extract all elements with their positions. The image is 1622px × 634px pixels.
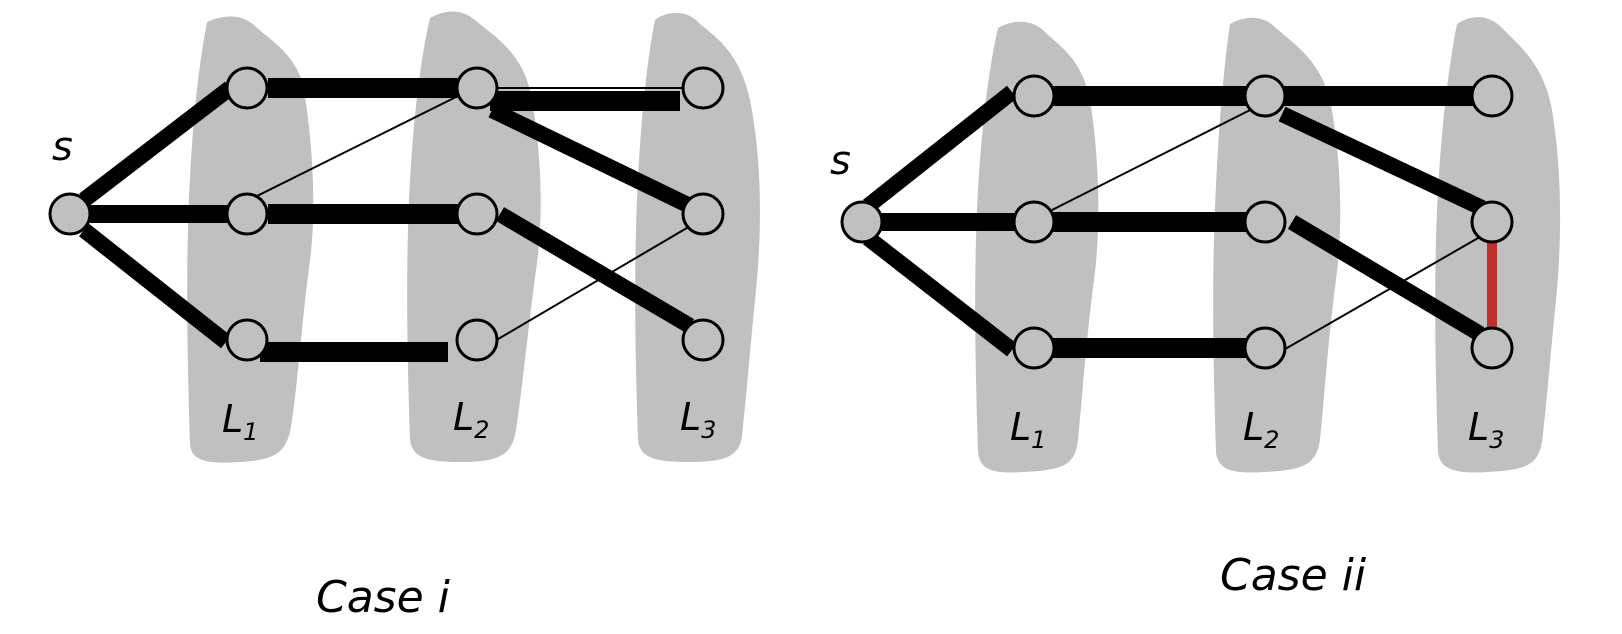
case-i-layer-label-2-main: L bbox=[453, 395, 474, 439]
case-ii-caption: Case ii bbox=[1220, 550, 1367, 601]
case-ii-node-l2-mid bbox=[1243, 200, 1287, 244]
case-ii-layer-band-3 bbox=[1435, 17, 1561, 473]
case-ii-source-label: s bbox=[830, 138, 851, 184]
case-ii-panel: s L1 L2 L3 Case ii bbox=[830, 17, 1561, 601]
case-i-edge-thin-l2bot-l3mid bbox=[487, 221, 698, 346]
case-i-edge-s-l1bot bbox=[79, 223, 231, 349]
case-ii-layer-label-2-main: L bbox=[1243, 405, 1264, 449]
case-ii-node-l1-bot bbox=[1012, 326, 1056, 370]
case-ii-layer-label-1-sub: 1 bbox=[1031, 426, 1046, 454]
case-ii-node-l3-top bbox=[1470, 74, 1514, 118]
case-i-node-l2-top bbox=[455, 66, 499, 110]
case-ii-layer-label-1: L1 bbox=[1010, 405, 1046, 454]
case-ii-edge-thin-l2bot-l3mid bbox=[1279, 229, 1493, 353]
case-ii-layer-band-1 bbox=[975, 21, 1099, 473]
case-ii-node-s bbox=[840, 200, 884, 244]
case-i-node-l1-mid bbox=[225, 192, 269, 236]
case-i-caption: Case i bbox=[316, 572, 451, 623]
case-i-node-l1-top bbox=[225, 66, 269, 110]
case-ii-layer-label-3-sub: 3 bbox=[1489, 426, 1504, 454]
case-ii-node-l2-bot bbox=[1243, 326, 1287, 370]
case-ii-node-l3-bot bbox=[1470, 326, 1514, 370]
case-i-layer-label-2-sub: 2 bbox=[474, 416, 489, 444]
case-i-node-l2-mid bbox=[455, 192, 499, 236]
case-ii-node-l1-mid bbox=[1012, 200, 1056, 244]
case-i-node-l3-bot bbox=[681, 318, 725, 362]
case-i-edge-thin-l1mid-l2top bbox=[246, 91, 467, 202]
case-ii-node-l2-top bbox=[1243, 74, 1287, 118]
case-i-layer-label-1-main: L bbox=[222, 397, 243, 441]
case-i-panel: s L1 L2 L3 Case i bbox=[48, 11, 760, 623]
case-i-layer-label-1-sub: 1 bbox=[243, 418, 258, 446]
case-i-edge-l2top-l3mid bbox=[488, 102, 694, 214]
case-ii-edge-s-l1top bbox=[863, 85, 1017, 213]
case-ii-edge-l2top-l3mid bbox=[1278, 106, 1486, 216]
case-ii-layer-label-2: L2 bbox=[1243, 405, 1279, 454]
case-ii-node-l1-top bbox=[1012, 74, 1056, 118]
case-i-layer-label-2: L2 bbox=[453, 395, 489, 444]
case-ii-layer-label-3-main: L bbox=[1468, 405, 1489, 449]
case-i-layer-band-3 bbox=[635, 12, 760, 463]
case-i-layer-label-3: L3 bbox=[680, 395, 716, 444]
case-i-node-l3-mid bbox=[681, 192, 725, 236]
case-i-layer-label-3-sub: 3 bbox=[701, 416, 716, 444]
case-i-layer-label-1: L1 bbox=[222, 397, 258, 446]
case-i-node-l1-bot bbox=[225, 318, 269, 362]
case-ii-edge-s-l1bot bbox=[863, 231, 1017, 357]
case-i-edge-s-l1top bbox=[79, 81, 235, 207]
case-i-source-label: s bbox=[52, 124, 73, 170]
case-ii-layer-label-2-sub: 2 bbox=[1264, 426, 1279, 454]
case-i-edge-l2mid-l3bot bbox=[495, 207, 695, 333]
case-ii-layer-label-1-main: L bbox=[1010, 405, 1031, 449]
case-ii-edge-thin-l1mid-l2top bbox=[1051, 103, 1263, 211]
case-i-node-l3-top bbox=[681, 66, 725, 110]
case-i-layer-label-3-main: L bbox=[680, 395, 701, 439]
case-ii-layer-label-3: L3 bbox=[1468, 405, 1504, 454]
case-ii-node-l3-mid bbox=[1470, 200, 1514, 244]
case-i-node-s bbox=[48, 192, 92, 236]
case-i-node-l2-bot bbox=[455, 318, 499, 362]
case-ii-edge-l2mid-l3bot bbox=[1287, 215, 1485, 341]
